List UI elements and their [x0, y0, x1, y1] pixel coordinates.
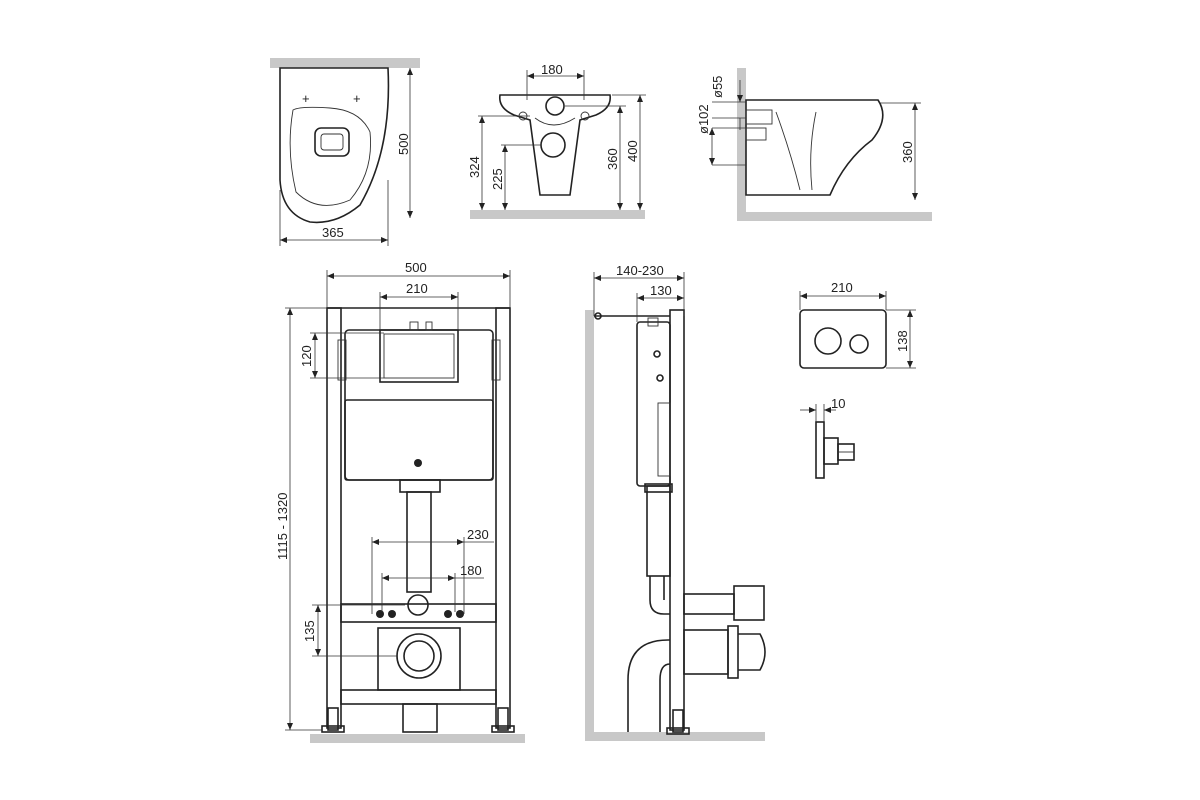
dim-front-height-inlet: 360	[605, 148, 620, 170]
dim-outlet-height-135: 135	[302, 620, 317, 642]
dim-plate-depth: 10	[831, 396, 845, 411]
bowl-front-view: 180 324 225 360 400	[467, 62, 646, 219]
dim-side-inlet-diameter: ø55	[710, 76, 725, 98]
dim-frame-height-range: 1115 - 1320	[275, 493, 290, 560]
dim-front-height-324: 324	[467, 156, 482, 178]
dim-cistern-opening-height: 120	[299, 345, 314, 367]
bowl-side-view: ø55 ø102 360	[696, 68, 932, 221]
dim-side-outlet-diameter: ø102	[696, 104, 711, 134]
bolt-mark-right: +	[353, 91, 361, 106]
dim-frame-depth-130: 130	[650, 283, 672, 298]
flush-plate-side: 10	[800, 396, 855, 479]
dim-frame-width: 500	[405, 260, 427, 275]
dim-frame-depth-range: 140-230	[616, 263, 664, 278]
dim-bolt-spacing-180: 180	[460, 563, 482, 578]
dim-side-height: 360	[900, 141, 915, 163]
frame-side-view: 140-230 130	[585, 263, 766, 741]
flush-plate-front: 210 138	[799, 280, 916, 369]
dim-front-height-total: 400	[625, 140, 640, 162]
dim-plate-height: 138	[895, 330, 910, 352]
dim-inlet-spacing-230: 230	[467, 527, 489, 542]
dim-front-height-225: 225	[490, 168, 505, 190]
dim-front-inlet-spacing: 180	[541, 62, 563, 77]
dim-cistern-opening-width: 210	[406, 281, 428, 296]
dim-plate-width: 210	[831, 280, 853, 295]
dim-bowl-top-height: 500	[396, 133, 411, 155]
dim-bowl-top-width: 365	[322, 225, 344, 240]
frame-front-view: 500 210 120 1115 - 1320 230 180 135	[275, 260, 525, 743]
bolt-mark-left: +	[302, 91, 310, 106]
bowl-top-view: + + 500 365	[270, 58, 420, 246]
